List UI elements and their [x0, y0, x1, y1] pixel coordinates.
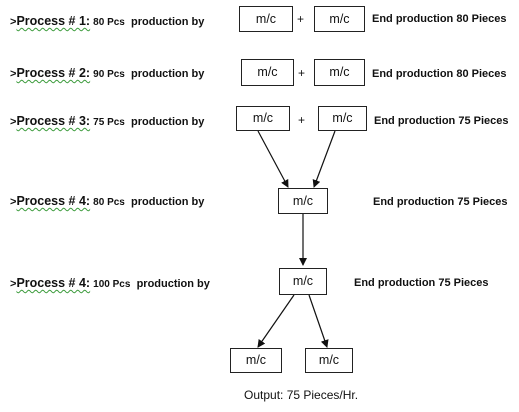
arrow-p5-to-right-output: [308, 294, 329, 348]
process-qty: 75: [93, 117, 105, 128]
process-unit: Pcs: [107, 17, 125, 28]
machine-box-p1-left: m/c: [239, 6, 293, 32]
row-prefix: >: [10, 196, 17, 208]
process-action: production by: [131, 68, 205, 80]
process-qty: 100: [93, 279, 110, 290]
machine-box-p2-left: m/c: [241, 59, 294, 86]
process-3-label: >Process # 3: 75 Pcs production by: [10, 114, 204, 130]
process-unit: Pcs: [112, 279, 131, 290]
machine-box-p3-left: m/c: [236, 106, 290, 131]
end-production-p1: End production 80 Pieces: [372, 13, 507, 25]
plus-p2: +: [298, 66, 306, 80]
end-production-p4: End production 75 Pieces: [373, 196, 508, 208]
row-prefix: >: [10, 68, 17, 80]
process-qty: 80: [93, 197, 105, 208]
process-action: production by: [131, 16, 205, 28]
machine-box-output-right: m/c: [305, 348, 353, 373]
arrow-p3-right-to-p4: [312, 130, 336, 188]
machine-box-p4: m/c: [278, 188, 328, 214]
output-rate: Output: 75 Pieces/Hr.: [244, 388, 359, 402]
process-unit: Pcs: [107, 117, 125, 128]
arrow-p3-left-to-p4: [257, 130, 289, 188]
row-prefix: >: [10, 278, 17, 290]
process-1-label: >Process # 1: 80 Pcs production by: [10, 14, 204, 30]
machine-box-output-left: m/c: [230, 348, 282, 373]
process-2-label: >Process # 2: 90 Pcs production by: [10, 66, 204, 82]
end-production-p5: End production 75 Pieces: [354, 277, 489, 289]
arrow-p5-to-left-output: [257, 294, 295, 348]
process-name: Process # 3:: [16, 114, 91, 128]
process-name: Process # 2:: [16, 66, 91, 80]
process-name: Process # 4:: [16, 194, 91, 208]
machine-box-p5: m/c: [279, 268, 327, 295]
process-qty: 80: [93, 17, 105, 28]
machine-box-p1-right: m/c: [314, 6, 365, 32]
machine-box-p2-right: m/c: [314, 59, 365, 86]
process-action: production by: [131, 196, 205, 208]
machine-box-p3-right: m/c: [318, 106, 367, 131]
process-action: production by: [131, 116, 205, 128]
process-action: production by: [136, 278, 210, 290]
process-name: Process # 1:: [16, 14, 91, 28]
process-qty: 90: [93, 69, 105, 80]
process-name: Process # 4:: [16, 276, 91, 290]
row-prefix: >: [10, 116, 17, 128]
plus-p1: +: [297, 12, 305, 26]
process-4-label: >Process # 4: 80 Pcs production by: [10, 194, 204, 210]
process-unit: Pcs: [107, 197, 125, 208]
process-5-label: >Process # 4: 100 Pcs production by: [10, 276, 210, 292]
end-production-p3: End production 75 Pieces: [374, 115, 509, 127]
row-prefix: >: [10, 16, 17, 28]
process-unit: Pcs: [107, 69, 125, 80]
plus-p3: +: [298, 113, 306, 127]
end-production-p2: End production 80 Pieces: [372, 68, 507, 80]
